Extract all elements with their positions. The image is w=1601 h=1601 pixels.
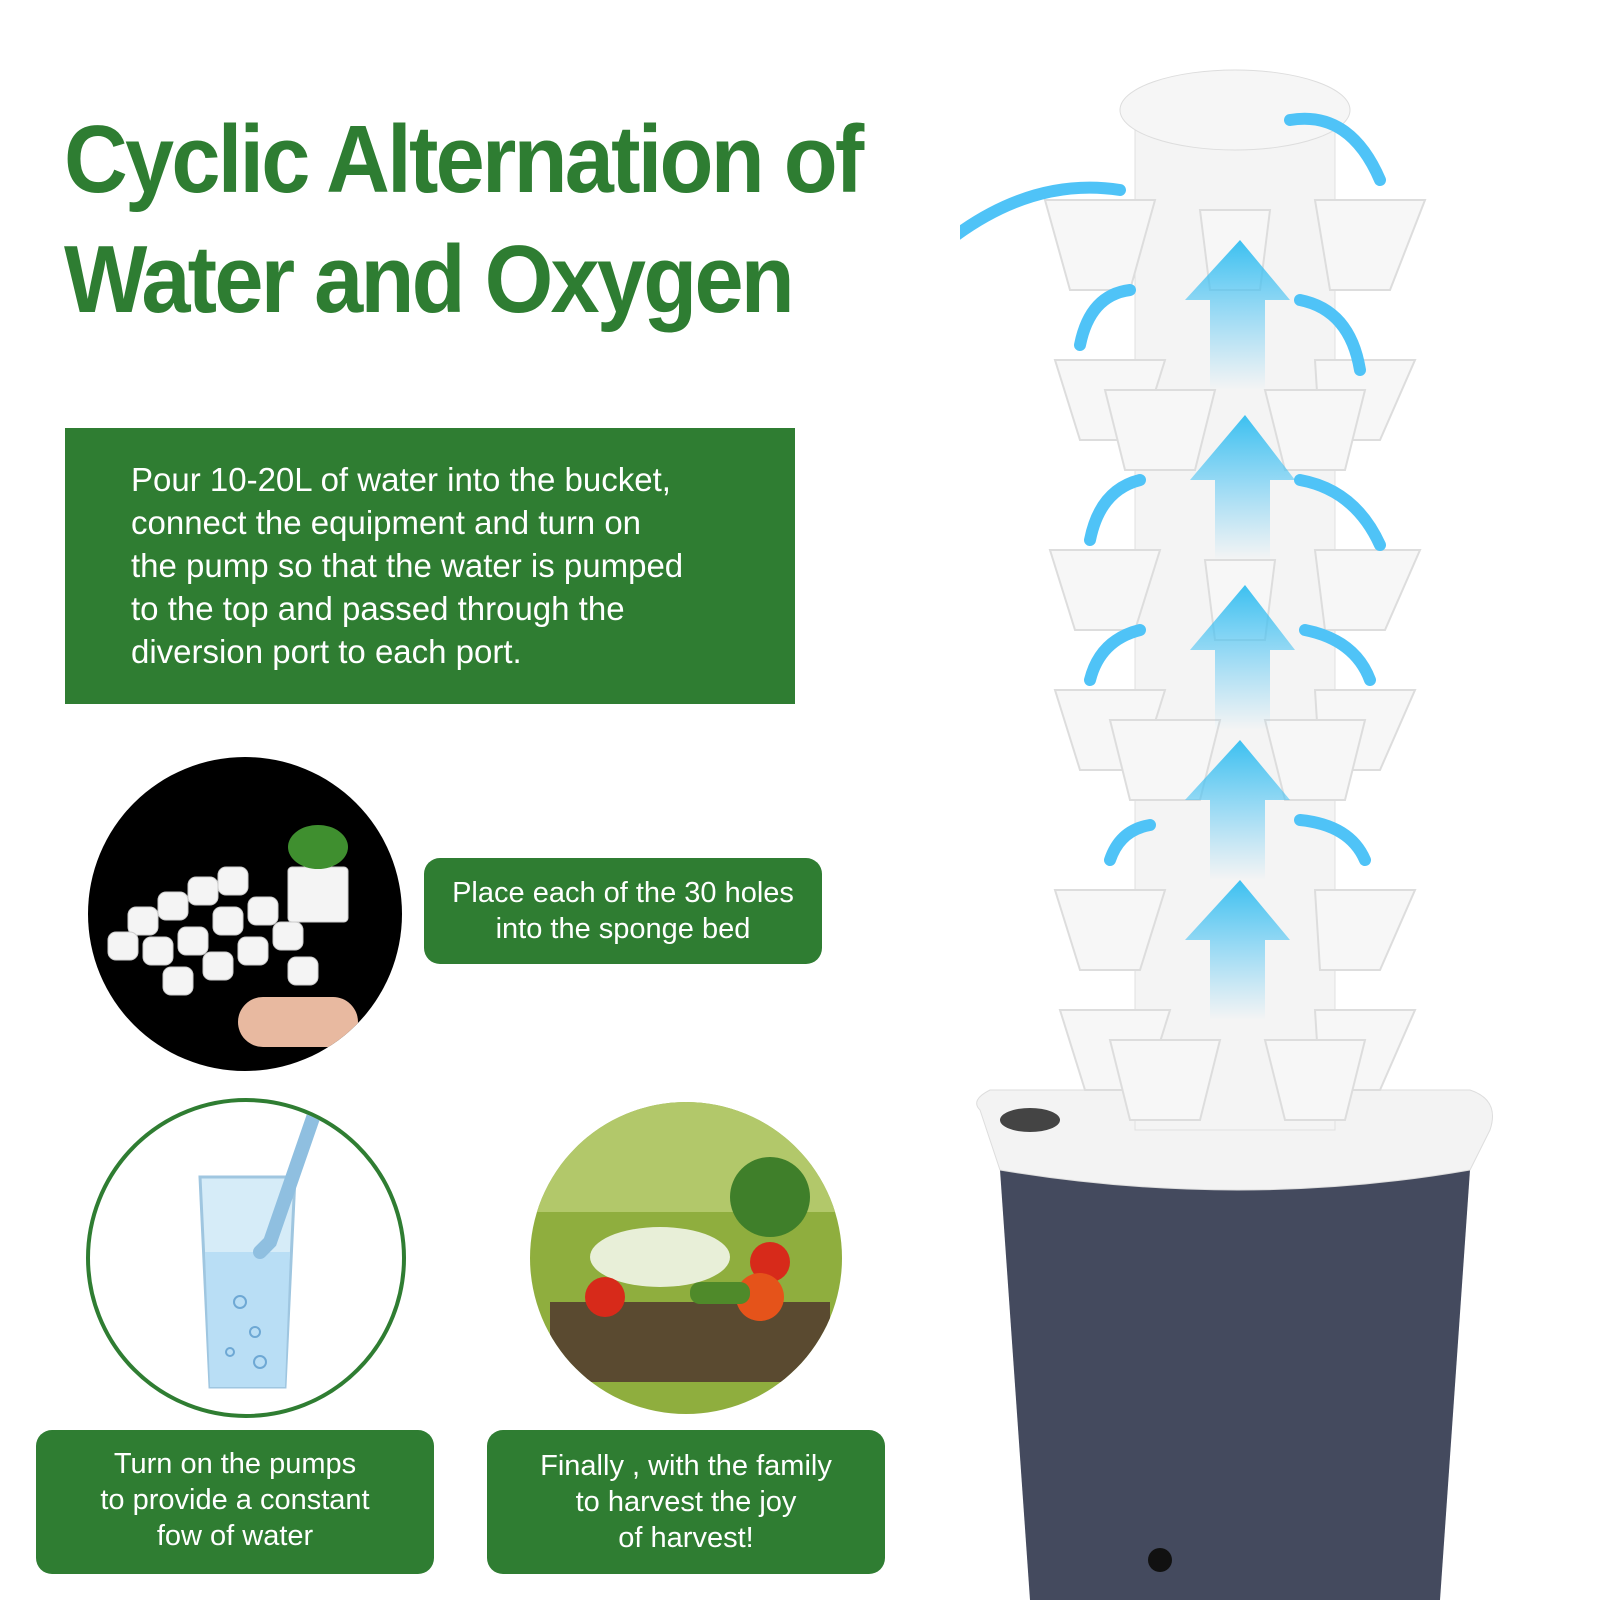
- headline: Cyclic Alternation of Water and Oxygen: [64, 100, 864, 340]
- caption-line: fow of water: [156, 1520, 314, 1552]
- intro-line: the pump so that the water is pumped: [131, 547, 684, 584]
- caption-line: Turn on the pumps: [113, 1448, 357, 1480]
- caption-line: into the sponge bed: [495, 913, 751, 945]
- water-glass-photo: [86, 1098, 406, 1418]
- water-glass-illustration: [198, 1105, 322, 1389]
- caption-line: Finally , with the family: [540, 1450, 832, 1482]
- water-flow-side-arrows: [960, 112, 1386, 866]
- harvest-photo: [530, 1102, 842, 1414]
- caption-line: Place each of the 30 holes: [452, 877, 794, 909]
- headline-line-2: Water and Oxygen: [64, 226, 795, 333]
- hydroponic-tower-illustration: [960, 69, 1493, 1600]
- water-flow-up-arrows: [1185, 240, 1295, 1020]
- caption-line: of harvest!: [618, 1522, 754, 1554]
- intro-line: Pour 10-20L of water into the bucket,: [131, 461, 671, 498]
- intro-line: to the top and passed through the: [131, 590, 625, 627]
- bucket-lid: [976, 1089, 1493, 1191]
- vegetables-illustration: [530, 1102, 842, 1382]
- sponge-illustration: [107, 825, 358, 1047]
- intro-text-box: Pour 10-20L of water into the bucket, co…: [65, 428, 795, 704]
- headline-line-1: Cyclic Alternation of: [64, 106, 864, 213]
- intro-line: connect the equipment and turn on: [131, 504, 642, 541]
- caption-line: to provide a constant: [100, 1484, 370, 1516]
- intro-line: diversion port to each port.: [131, 633, 522, 670]
- step-harvest-caption: Finally , with the family to harvest the…: [487, 1430, 885, 1574]
- step-pump-caption: Turn on the pumps to provide a constant …: [36, 1430, 434, 1574]
- caption-line: to harvest the joy: [575, 1486, 797, 1518]
- sponge-photo: [88, 757, 402, 1071]
- drain-plug: [1148, 1548, 1172, 1572]
- step-sponge-caption: Place each of the 30 holes into the spon…: [424, 858, 822, 964]
- water-bucket: [1000, 1170, 1470, 1600]
- tower-cap: [1119, 69, 1351, 151]
- planting-cups: [1043, 199, 1427, 1121]
